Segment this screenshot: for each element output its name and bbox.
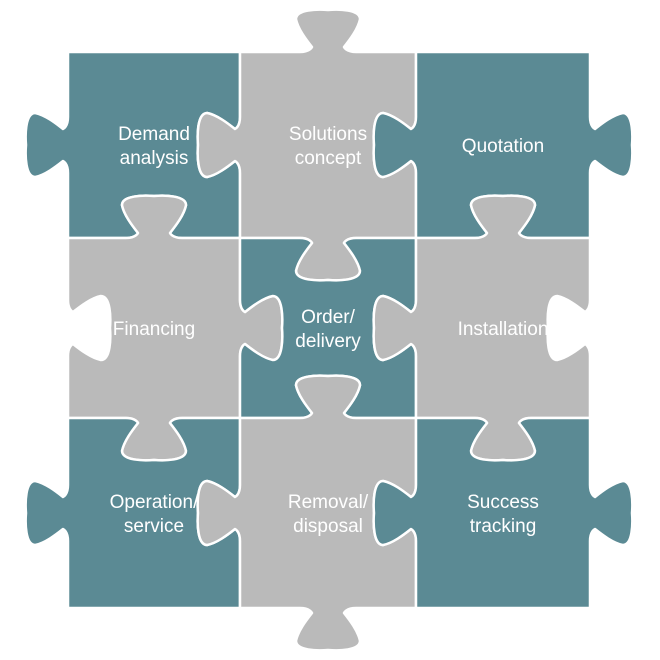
- puzzle-labels: Demand analysis Solutions concept QuotationF…: [110, 124, 549, 537]
- piece-label-line: Installation: [458, 319, 549, 340]
- piece-label-line: Demand: [118, 124, 190, 145]
- piece-label-line: Quotation: [462, 136, 544, 157]
- piece-label-removal-disposal: Removal/disposal: [288, 492, 369, 537]
- piece-label-line: analysis: [120, 148, 189, 169]
- piece-label-line: Financing: [113, 319, 195, 340]
- piece-label-line: delivery: [295, 331, 361, 352]
- piece-label-line: concept: [295, 148, 362, 169]
- piece-label-line: Operation/: [110, 492, 199, 513]
- piece-label-installation: Installation: [458, 319, 549, 340]
- piece-label-line: tracking: [470, 516, 537, 537]
- piece-label-line: service: [124, 516, 184, 537]
- puzzle-piece-success-tracking: [372, 416, 634, 610]
- piece-label-solutions-concept: Solutions concept: [289, 124, 367, 169]
- piece-label-quotation: Quotation: [462, 136, 544, 157]
- piece-label-operation-service: Operation/service: [110, 492, 199, 537]
- piece-label-financing: Financing: [113, 319, 195, 340]
- piece-label-order-delivery: Order/delivery: [295, 307, 361, 352]
- piece-label-line: Solutions: [289, 124, 367, 145]
- piece-label-line: Removal/: [288, 492, 369, 513]
- piece-label-success-tracking: Success tracking: [467, 492, 539, 537]
- piece-label-line: Order/: [301, 307, 356, 328]
- piece-label-demand-analysis: Demand analysis: [118, 124, 190, 169]
- piece-label-line: Success: [467, 492, 539, 513]
- puzzle-pieces: [24, 8, 634, 652]
- piece-label-line: disposal: [293, 516, 363, 537]
